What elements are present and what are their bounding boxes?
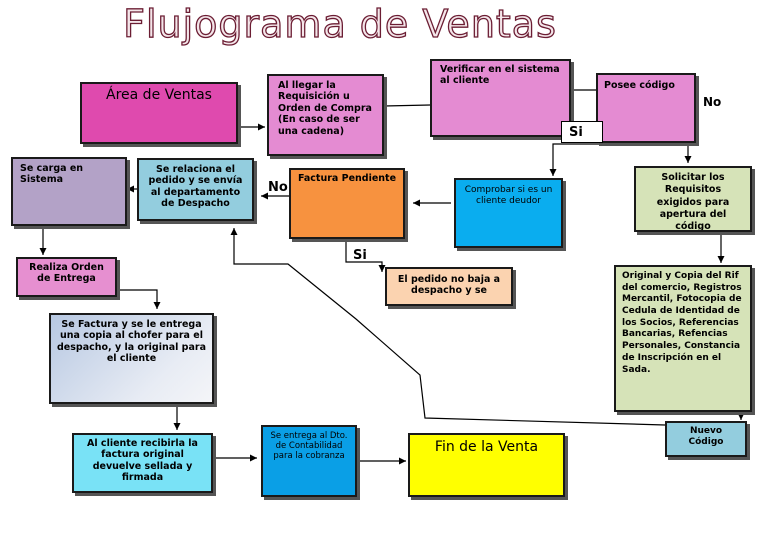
node-area-ventas-text: Área de Ventas (106, 87, 212, 103)
node-no-baja-text: El pedido no baja a despacho y se (397, 274, 501, 297)
label-no-factura: No (268, 180, 288, 195)
node-cliente-text: Al cliente recibirla la factura original… (87, 438, 198, 484)
line-requisicion-to-verificar (383, 104, 431, 107)
node-relaciona-text: Se relaciona el pedido y se envía al dep… (148, 164, 243, 210)
node-factura: Se Factura y se le entrega una copia al … (49, 313, 214, 404)
node-solicitar-text: Solicitar los Requisitos exigidos para a… (656, 172, 730, 232)
node-requisicion: Al llegar la Requisición u Orden de Comp… (267, 74, 384, 156)
node-realiza-text: Realiza Orden de Entrega (29, 262, 104, 285)
node-factura-text: Se Factura y se le entrega una copia al … (57, 319, 206, 365)
node-nuevo-codigo-text: Nuevo Código (688, 426, 724, 447)
node-requisitos: Original y Copia del Rif del comercio, R… (614, 265, 752, 412)
line-realiza-to-factura (117, 289, 161, 309)
node-comprobar: Comprobar si es un cliente deudor (454, 178, 563, 248)
node-verificar-text: Verificar en el sistema al cliente (440, 64, 560, 87)
node-carga: Se carga en Sistema (11, 157, 127, 226)
node-factura-pendiente-text: Factura Pendiente (297, 173, 397, 184)
line-nuevo-back-to-relaciona (230, 228, 666, 426)
node-requisitos-text: Original y Copia del Rif del comercio, R… (622, 271, 742, 375)
node-factura-pendiente: Factura Pendiente (289, 168, 405, 239)
node-posee-codigo: Posee código (596, 73, 696, 143)
node-entrega-dto-text: Se entrega al Dto. de Contabilidad para … (270, 431, 348, 462)
node-entrega-dto: Se entrega al Dto. de Contabilidad para … (261, 425, 357, 497)
node-realiza: Realiza Orden de Entrega (16, 257, 117, 297)
node-cliente: Al cliente recibirla la factura original… (72, 433, 213, 493)
node-comprobar-text: Comprobar si es un cliente deudor (464, 185, 553, 206)
node-requisicion-text: Al llegar la Requisición u Orden de Comp… (278, 80, 372, 137)
node-nuevo-codigo: Nuevo Código (665, 421, 747, 457)
node-fin-text: Fin de la Venta (434, 439, 539, 455)
diagram-title: Flujograma de Ventas (122, 1, 557, 46)
node-solicitar: Solicitar los Requisitos exigidos para a… (634, 166, 752, 232)
node-carga-text: Se carga en Sistema (20, 163, 84, 186)
node-posee-codigo-text: Posee código (604, 80, 675, 91)
label-no-posee: No (703, 95, 722, 109)
node-verificar: Verificar en el sistema al cliente (430, 59, 571, 137)
node-fin: Fin de la Venta (408, 433, 565, 497)
label-si-posee: Si (561, 121, 603, 143)
label-si-factura: Si (353, 248, 367, 263)
node-no-baja: El pedido no baja a despacho y se (385, 267, 513, 306)
line-factura-si-to-no-baja (345, 240, 386, 272)
node-area-ventas: Área de Ventas (80, 82, 238, 144)
node-relaciona: Se relaciona el pedido y se envía al dep… (137, 158, 254, 221)
